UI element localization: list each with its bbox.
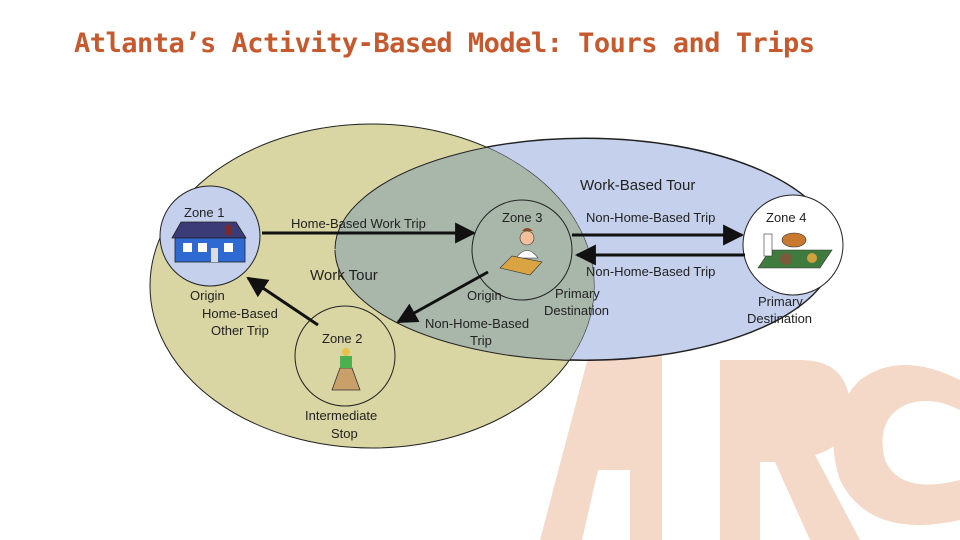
zone4-label: Zone 4: [766, 210, 806, 225]
origin-center-label: Origin: [467, 288, 502, 303]
primary-destination-right-label-2: Destination: [747, 311, 812, 326]
primary-destination-right-label-1: Primary: [758, 294, 803, 309]
food-tray-icon: [757, 232, 833, 269]
primary-destination-center-label-1: Primary: [555, 286, 600, 301]
home-based-work-trip-label: Home-Based Work Trip: [291, 216, 426, 231]
slide-title: Atlanta’s Activity-Based Model: Tours an…: [74, 28, 815, 59]
origin-left-label: Origin: [190, 288, 225, 303]
non-home-based-trip-center-label-2: Trip: [470, 333, 492, 348]
non-home-based-trip-center-label-1: Non-Home-Based: [425, 316, 529, 331]
work-based-tour-label: Work-Based Tour: [580, 177, 695, 194]
arc-watermark-logo: [540, 350, 960, 540]
zone1-label: Zone 1: [184, 205, 224, 220]
primary-destination-center-label-2: Destination: [544, 303, 609, 318]
intermediate-stop-label-2: Stop: [331, 426, 358, 441]
intermediate-stop-label-1: Intermediate: [305, 408, 377, 423]
non-home-based-trip-mid-label: Non-Home-Based Trip: [586, 264, 715, 279]
home-based-other-trip-arrow: [246, 276, 319, 327]
zone3-label: Zone 3: [502, 210, 542, 225]
non-home-based-trip-arrow-center: [396, 270, 489, 324]
zone3-circle: [471, 199, 573, 301]
home-based-other-trip-label-1: Home-Based: [202, 306, 278, 321]
home-based-other-trip-label-2: Other Trip: [211, 323, 269, 338]
work-tour-label: Work Tour: [310, 267, 378, 284]
non-home-based-trip-top-label: Non-Home-Based Trip: [586, 210, 715, 225]
shopping-bag-icon: [331, 348, 361, 391]
zone2-label: Zone 2: [322, 331, 362, 346]
house-icon: [171, 221, 247, 263]
office-worker-icon: [499, 228, 543, 276]
